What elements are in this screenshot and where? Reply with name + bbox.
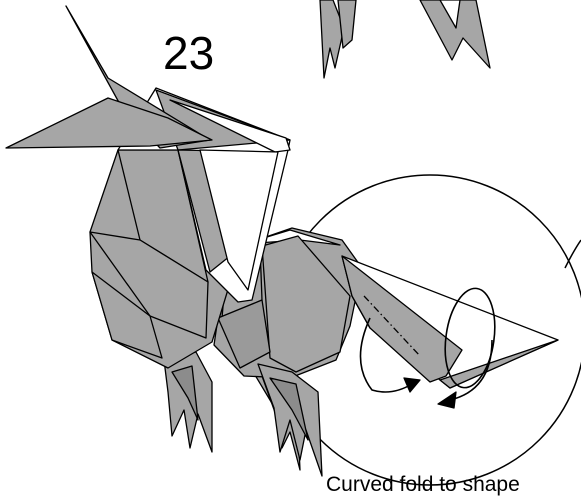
previous-step-legs <box>320 0 490 78</box>
arrowhead-right <box>438 392 456 408</box>
step-number: 23 <box>163 30 214 76</box>
arrowhead-left <box>404 378 420 392</box>
magnifier-tail <box>565 240 581 268</box>
caption: Curved fold to shape <box>326 474 520 495</box>
front-leg-right <box>258 364 322 476</box>
